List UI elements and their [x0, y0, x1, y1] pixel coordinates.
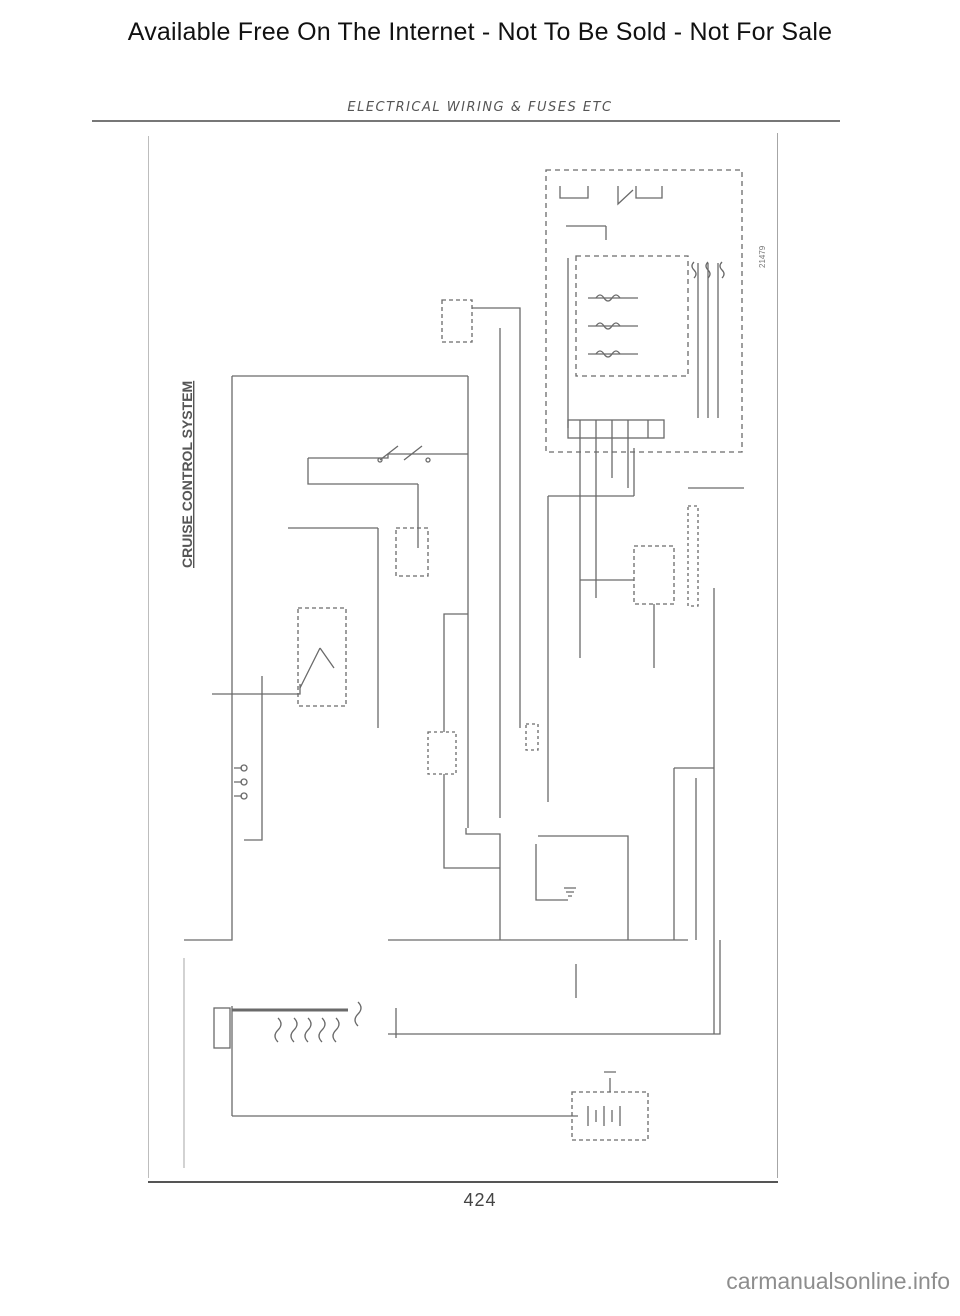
wiring-diagram-page: CRUISE CONTROL SYSTEM 21479 [147, 128, 779, 1184]
control-relay [633, 545, 675, 605]
ground-symbol [564, 887, 576, 897]
page-number: 424 [463, 1190, 497, 1210]
fuse-box [213, 1001, 397, 1116]
right-side-wires [673, 505, 715, 1034]
vacuum-actuator [427, 731, 457, 775]
cruise-control-module [545, 169, 743, 453]
clutch-switch [395, 527, 429, 577]
cruise-master-switch [297, 607, 347, 707]
master-switch-wire [212, 684, 301, 695]
speed-sensor-box [441, 299, 473, 343]
master-switch-contacts [299, 647, 335, 689]
module-coils [588, 261, 725, 358]
speed-sensor-wire [472, 307, 521, 728]
brake-switch [377, 446, 431, 463]
module-connector [567, 419, 665, 439]
bottom-wires [232, 828, 721, 1117]
diagram-title: CRUISE CONTROL SYSTEM [179, 381, 195, 568]
figure-code: 21479 [758, 245, 767, 268]
actuator-wire-b [443, 774, 500, 869]
relay-wires [580, 579, 655, 668]
vent-valve [525, 723, 539, 751]
actuator-wire-a [443, 613, 468, 732]
section-header: ELECTRICAL WIRING & FUSES ETC [347, 100, 613, 115]
left-connector [234, 764, 248, 800]
free-distribution-banner: Available Free On The Internet - Not To … [127, 18, 833, 46]
wiring-diagram: CRUISE CONTROL SYSTEM 21479 [147, 133, 779, 1183]
module-relay-switch [559, 186, 663, 240]
main-trunk-wires [218, 375, 744, 941]
switch-feed-wire [244, 676, 263, 841]
module-output-wires [567, 258, 719, 658]
battery [571, 1071, 649, 1141]
header-rule [92, 120, 840, 122]
site-watermark: carmanualsonline.info [726, 1268, 950, 1294]
